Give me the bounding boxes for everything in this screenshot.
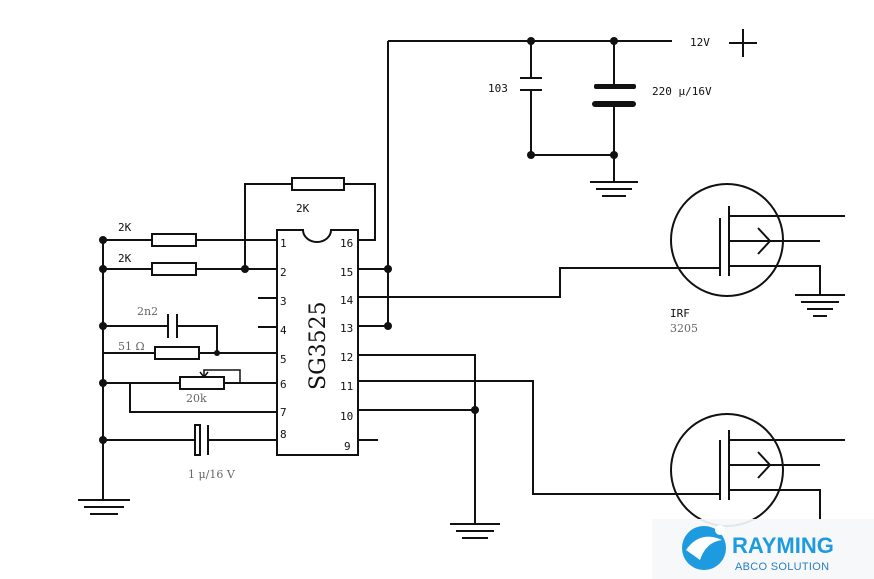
pin-number: 13 <box>340 322 353 335</box>
junction-dot <box>241 265 249 273</box>
ic-sg3525: SG3525 1 2 3 4 5 6 7 8 16 15 14 13 12 11… <box>276 229 359 456</box>
mosfet-top: IRF 3205 <box>670 183 845 335</box>
cap103-label: 103 <box>488 82 508 95</box>
junction-dot <box>99 265 107 273</box>
supply-voltage-label: 12V <box>690 36 710 49</box>
resistor-2k-pin2-label: 2K <box>118 252 132 265</box>
junction-dot <box>610 151 618 159</box>
resistor-2k-feedback <box>291 177 345 191</box>
resistor-2k-pin1-label: 2K <box>118 221 132 234</box>
mosfet-part-label: 3205 <box>670 322 698 335</box>
junction-dot <box>99 322 107 330</box>
pin-number: 9 <box>344 440 351 453</box>
pin-number: 10 <box>340 410 353 423</box>
mosfet-bottom-source <box>729 489 821 520</box>
brand-logo-swoosh <box>686 536 722 560</box>
brand-logo-dot <box>715 525 725 535</box>
junction-dot <box>610 37 618 45</box>
pin-number: 6 <box>280 378 287 391</box>
left-network: 2K 2K 2K 2n2 51 Ω 20k <box>78 177 376 515</box>
right-network: IRF 3205 <box>358 183 845 539</box>
pin-number: 11 <box>340 380 353 393</box>
pin-number: 8 <box>280 428 287 441</box>
resistor-2k-pin2 <box>151 262 197 276</box>
resistor-51-ohm <box>154 346 200 360</box>
junction-dot <box>471 406 479 414</box>
junction-dot <box>99 379 107 387</box>
pot-label: 20k <box>186 392 207 405</box>
junction-dot <box>384 322 392 330</box>
cap2n2-label: 2n2 <box>137 305 158 318</box>
pin-number: 5 <box>280 353 287 366</box>
junction-dot <box>214 350 220 356</box>
supply-section: 12V 103 220 μ/16V <box>387 29 757 326</box>
mosfet-type-label: IRF <box>670 307 690 320</box>
cap2n2-right-wire <box>177 325 218 353</box>
pin-number: 7 <box>280 406 287 419</box>
pin-number: 14 <box>340 294 354 307</box>
resistor-2k-feedback-label: 2K <box>296 202 310 215</box>
ic-part-name: SG3525 <box>306 301 331 390</box>
cap220-plate-bottom <box>592 101 636 107</box>
mosfet-bottom <box>670 413 845 527</box>
brand-subtitle: ABCO SOLUTION <box>735 561 829 573</box>
cap1u-label: 1 μ/16 V <box>188 468 236 481</box>
cap220-plate-top <box>594 84 636 89</box>
junction-dot <box>99 236 107 244</box>
brand-name: RAYMING <box>732 533 834 558</box>
mosfet-top-source <box>729 265 821 295</box>
pin-number: 4 <box>280 324 287 337</box>
pin-number: 1 <box>280 237 287 250</box>
cap220-label: 220 μ/16V <box>652 85 712 98</box>
pot-wiper-arrow <box>199 371 209 379</box>
junction-dot <box>527 37 535 45</box>
mosfet-top-arrow <box>757 227 772 255</box>
junction-dot <box>384 265 392 273</box>
pin12-ground-wire <box>358 354 476 524</box>
junction-dot <box>99 436 107 444</box>
potentiometer-20k <box>179 376 225 390</box>
brand-watermark: RAYMING ABCO SOLUTION <box>652 519 874 579</box>
resistor-2k-pin1 <box>151 233 197 247</box>
feedback-wire <box>244 183 292 269</box>
pin7-wire <box>129 383 277 413</box>
pin-number: 2 <box>280 266 287 279</box>
pin-number: 16 <box>340 237 353 250</box>
resistor-51-label: 51 Ω <box>118 340 145 353</box>
pin14-output-wire <box>358 267 720 298</box>
feedback-wire-right <box>344 183 376 241</box>
pot-wiper <box>203 369 241 383</box>
pin11-output-wire <box>358 380 720 495</box>
ic-outline <box>276 229 359 456</box>
mosfet-bottom-arrow <box>757 451 772 479</box>
pin-number: 15 <box>340 266 353 279</box>
junction-dot <box>527 151 535 159</box>
cap1u-plate-left <box>194 424 201 456</box>
pin-number: 12 <box>340 351 353 364</box>
pin-number: 3 <box>280 295 287 308</box>
